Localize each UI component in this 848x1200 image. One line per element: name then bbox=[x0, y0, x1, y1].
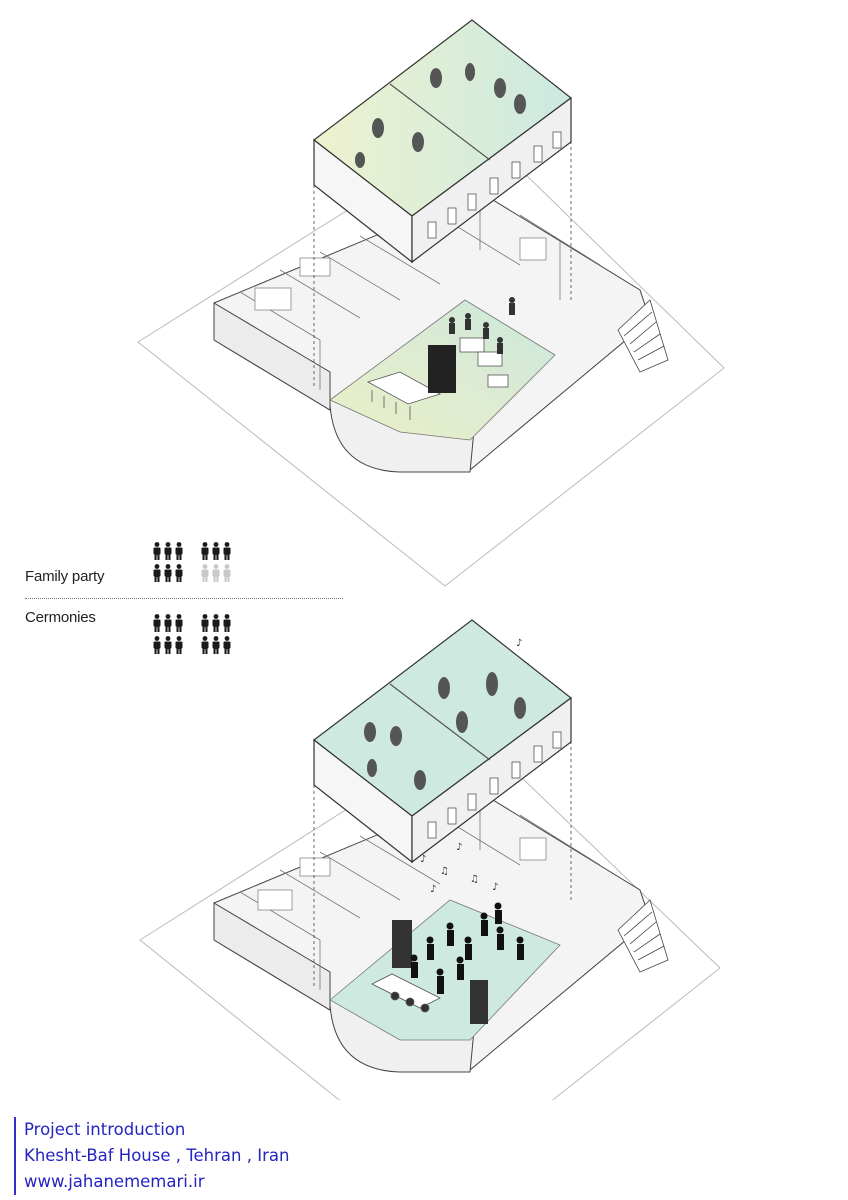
dancing-figures bbox=[410, 902, 524, 994]
person-icon bbox=[223, 614, 231, 632]
living-furniture bbox=[459, 337, 509, 388]
exterior-stairs bbox=[617, 299, 669, 373]
legend-label-ceremonies: Cermonies bbox=[25, 609, 96, 626]
person-icon bbox=[212, 636, 220, 654]
person-icon bbox=[164, 542, 172, 560]
svg-text:♪: ♪ bbox=[492, 882, 498, 893]
person-icon bbox=[164, 564, 172, 582]
person-icon bbox=[201, 542, 209, 560]
project-caption: Project introduction Khesht-Baf House , … bbox=[14, 1117, 289, 1195]
ceremonies-occupancy-icons bbox=[153, 614, 231, 654]
upstairs-figures bbox=[364, 672, 526, 790]
person-icon bbox=[153, 614, 161, 632]
person-icon bbox=[212, 564, 220, 582]
person-icon bbox=[223, 564, 231, 582]
person-icon bbox=[153, 542, 161, 560]
person-icon bbox=[201, 636, 209, 654]
svg-text:♪: ♪ bbox=[420, 854, 426, 865]
bookshelf bbox=[470, 980, 488, 1024]
person-icon bbox=[164, 614, 172, 632]
svg-text:♪: ♪ bbox=[430, 884, 436, 895]
person-icon bbox=[175, 636, 183, 654]
bookshelf bbox=[428, 345, 456, 393]
bookshelf bbox=[392, 920, 412, 968]
upper-windows bbox=[427, 731, 562, 839]
svg-text:♫: ♫ bbox=[440, 866, 449, 877]
svg-text:♫: ♫ bbox=[470, 874, 479, 885]
person-icon bbox=[201, 564, 209, 582]
ceremonies-axonometric: ♪♫♪ ♫♪♪ ♪♫♪ ♫♪ bbox=[139, 619, 721, 1100]
svg-text:♪: ♪ bbox=[456, 842, 462, 853]
family-figures bbox=[449, 297, 515, 354]
legend-divider bbox=[25, 598, 343, 599]
person-icon bbox=[175, 564, 183, 582]
caption-website-link[interactable]: www.jahanememari.ir bbox=[24, 1172, 205, 1191]
person-icon bbox=[153, 564, 161, 582]
person-icon bbox=[175, 542, 183, 560]
person-icon bbox=[223, 636, 231, 654]
upper-windows bbox=[427, 131, 562, 239]
caption-title: Project introduction bbox=[24, 1120, 186, 1139]
legend-label-family-party: Family party bbox=[25, 568, 105, 585]
exterior-stairs bbox=[617, 899, 669, 973]
upstairs-figures bbox=[355, 63, 526, 168]
person-icon bbox=[201, 614, 209, 632]
person-icon bbox=[212, 614, 220, 632]
caption-project-location: Khesht-Baf House , Tehran , Iran bbox=[24, 1146, 290, 1165]
svg-text:♪: ♪ bbox=[516, 638, 522, 649]
person-icon bbox=[212, 542, 220, 560]
person-icon bbox=[153, 636, 161, 654]
person-icon bbox=[175, 614, 183, 632]
family-party-axonometric bbox=[137, 19, 725, 587]
dining-table bbox=[366, 371, 442, 420]
person-icon bbox=[164, 636, 172, 654]
family-party-occupancy-icons bbox=[153, 542, 231, 582]
buffet-table bbox=[371, 973, 441, 1013]
person-icon bbox=[223, 542, 231, 560]
